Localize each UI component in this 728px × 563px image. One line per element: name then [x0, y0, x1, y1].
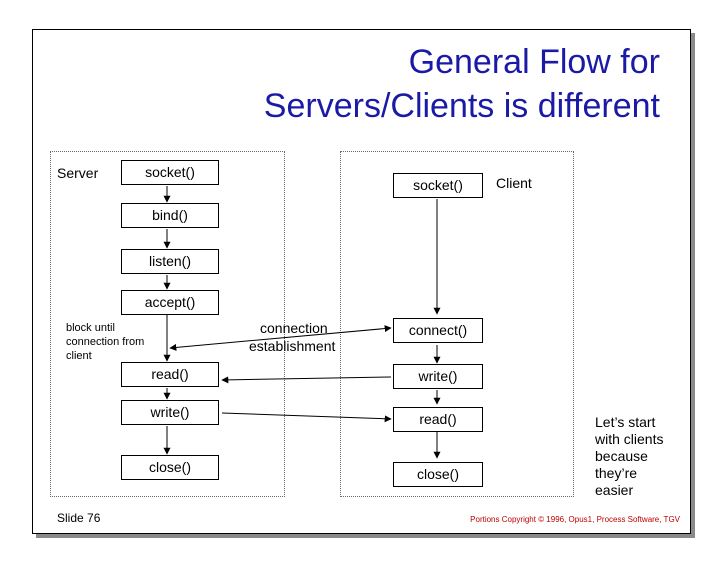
server-label: Server	[57, 165, 99, 181]
slide-title: General Flow for Servers/Clients is diff…	[264, 40, 660, 128]
title-line-1: General Flow for	[408, 43, 660, 81]
client-read-box: read()	[393, 407, 483, 432]
server-accept-box: accept()	[121, 290, 219, 315]
server-listen-box: listen()	[121, 249, 219, 274]
server-write-box: write()	[121, 400, 219, 425]
slide-frame	[32, 29, 691, 534]
connection-label-2: establishment	[249, 338, 336, 354]
client-region	[340, 151, 574, 497]
side-note: Let’s start with clients because they’re…	[595, 414, 663, 499]
client-label: Client	[496, 175, 532, 191]
block-note: block until connection from client	[66, 321, 144, 363]
block-note-line-3: client	[66, 350, 92, 362]
title-line-2: Servers/Clients is different	[263, 87, 660, 125]
side-note-line-5: easier	[595, 482, 634, 498]
server-read-box: read()	[121, 362, 219, 387]
client-close-box: close()	[393, 462, 483, 487]
arrow-connection-establishment	[169, 325, 392, 351]
block-note-line-1: block until	[66, 322, 115, 334]
client-write-box: write()	[393, 364, 483, 389]
server-bind-box: bind()	[121, 203, 219, 228]
side-note-line-4: they’re	[595, 465, 638, 481]
arrow-server-write-to-client-read	[221, 412, 392, 423]
block-note-line-2: connection from	[66, 336, 145, 348]
copyright-notice: Portions Copyright © 1996, Opus1, Proces…	[470, 515, 680, 524]
slide-number: Slide 76	[57, 511, 101, 525]
side-note-line-1: Let’s start	[595, 414, 656, 430]
arrow-client-write-to-server-read	[221, 376, 392, 384]
server-socket-box: socket()	[121, 160, 219, 185]
connection-label-1: connection	[260, 320, 328, 336]
client-connect-box: connect()	[393, 318, 483, 343]
server-region	[50, 151, 285, 497]
side-note-line-3: because	[595, 448, 648, 464]
client-socket-box: socket()	[393, 173, 483, 198]
side-note-line-2: with clients	[595, 431, 664, 447]
server-close-box: close()	[121, 455, 219, 480]
